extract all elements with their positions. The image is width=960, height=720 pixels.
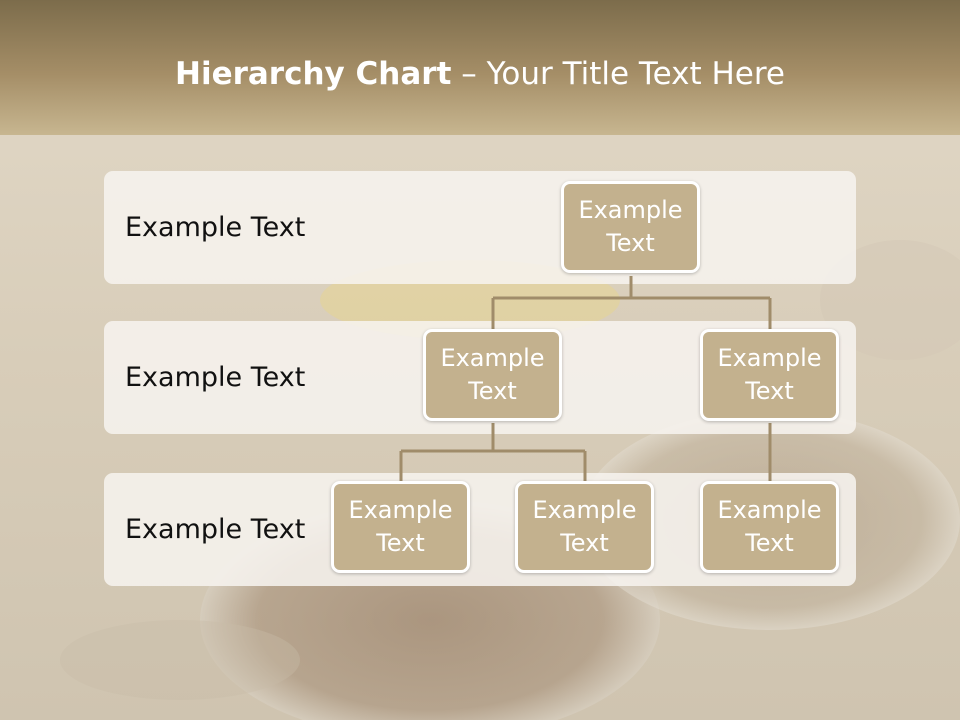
title-rest: – Your Title Text Here [451, 56, 785, 92]
title-band [0, 0, 960, 135]
node-root[interactable]: Example Text [561, 181, 700, 273]
level-label-1: Example Text [125, 212, 306, 243]
node-level3-middle[interactable]: Example Text [515, 481, 654, 573]
level-label-2: Example Text [125, 362, 306, 393]
node-level3-left[interactable]: Example Text [331, 481, 470, 573]
node-level3-right[interactable]: Example Text [700, 481, 839, 573]
title-bold: Hierarchy Chart [175, 56, 452, 92]
node-level2-right[interactable]: Example Text [700, 329, 839, 421]
level-band-1: Example Text [104, 171, 856, 284]
level-label-3: Example Text [125, 514, 306, 545]
node-level2-left[interactable]: Example Text [423, 329, 562, 421]
slide-title: Hierarchy Chart – Your Title Text Here [0, 56, 960, 92]
